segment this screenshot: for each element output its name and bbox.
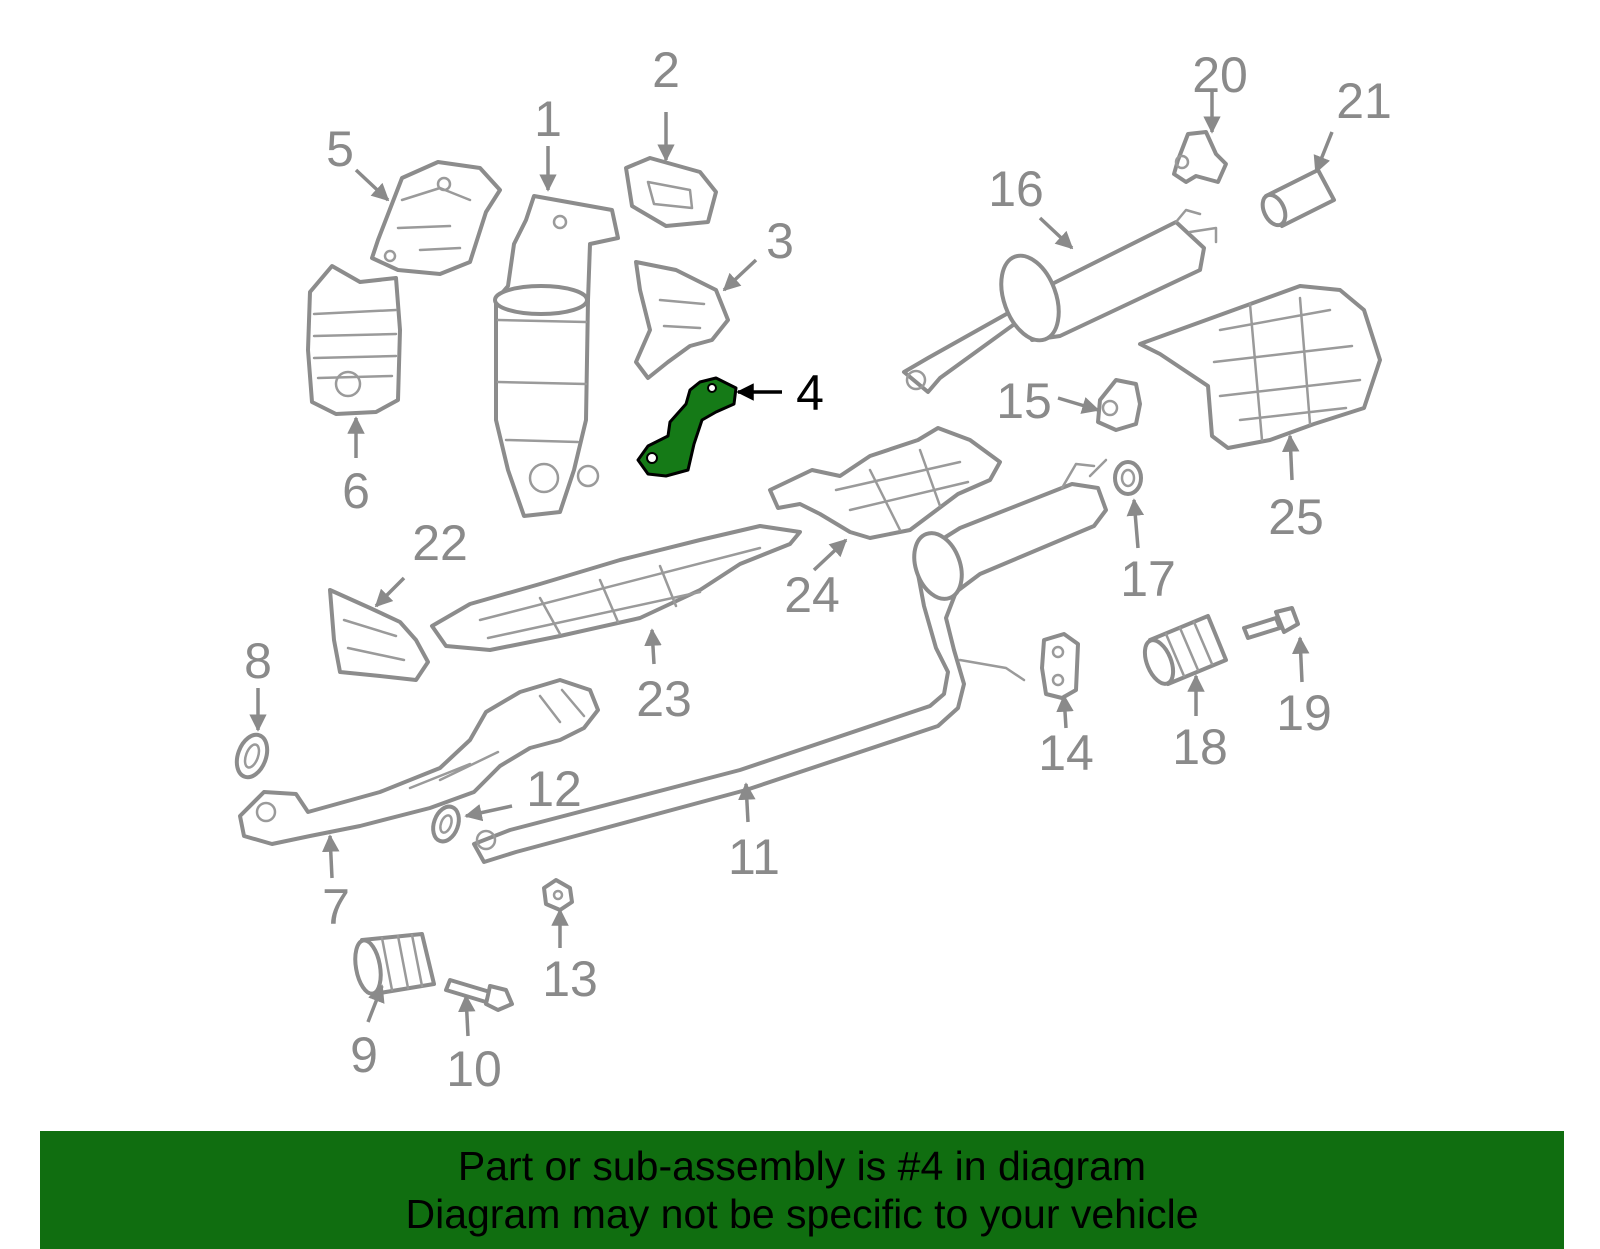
part-2-gasket[interactable] (624, 156, 718, 228)
part-22-bracket[interactable] (328, 588, 430, 682)
callout-23: 23 (636, 671, 692, 727)
callout-8: 8 (244, 633, 272, 689)
info-banner: Part or sub-assembly is #4 in diagram Di… (40, 1131, 1564, 1249)
callout-10: 10 (446, 1041, 502, 1097)
callout-9: 9 (350, 1027, 378, 1083)
part-20-hanger[interactable] (1172, 130, 1228, 184)
leader-lines (249, 90, 1334, 1037)
callout-2: 2 (652, 42, 680, 98)
part-12-gasket[interactable] (429, 803, 464, 845)
part-5-upper-heat-shield[interactable] (370, 160, 502, 276)
callout-16: 16 (988, 161, 1044, 217)
part-9-flexible-joint[interactable] (351, 932, 436, 996)
callout-labels: 1 2 3 4 5 6 7 8 9 10 11 12 13 14 15 16 1… (244, 42, 1392, 1097)
callout-1: 1 (534, 91, 562, 147)
callout-5: 5 (326, 121, 354, 177)
part-11-center-pipe[interactable] (472, 458, 1108, 864)
part-4-highlighted-bracket[interactable] (636, 376, 738, 478)
callout-7: 7 (322, 879, 350, 935)
callout-19: 19 (1276, 685, 1332, 741)
part-7-front-pipe[interactable] (238, 678, 600, 846)
banner-line-2: Diagram may not be specific to your vehi… (405, 1191, 1199, 1237)
banner-line-1: Part or sub-assembly is #4 in diagram (457, 1143, 1147, 1189)
part-8-gasket[interactable] (231, 731, 272, 782)
part-10-bolt[interactable] (444, 978, 514, 1012)
part-14-hanger[interactable] (1040, 632, 1080, 700)
part-16-muffler[interactable] (902, 208, 1218, 394)
callout-4: 4 (796, 365, 824, 421)
part-13-nut[interactable] (542, 878, 574, 912)
part-1-catalytic-converter[interactable] (493, 194, 620, 518)
part-17-gasket-ring[interactable] (1113, 460, 1143, 496)
callout-22: 22 (412, 515, 468, 571)
callout-17: 17 (1120, 551, 1176, 607)
callout-13: 13 (542, 951, 598, 1007)
callout-6: 6 (342, 463, 370, 519)
part-21-pipe-sleeve[interactable] (1258, 168, 1336, 229)
callout-20: 20 (1192, 47, 1248, 103)
callout-24: 24 (784, 567, 840, 623)
callout-21: 21 (1336, 73, 1392, 129)
part-19-bolt[interactable] (1242, 606, 1300, 640)
part-3-bracket[interactable] (634, 260, 730, 380)
callout-11: 11 (728, 829, 780, 885)
exhaust-system-diagram: 1 2 3 4 5 6 7 8 9 10 11 12 13 14 15 16 1… (231, 42, 1392, 1097)
callout-14: 14 (1038, 725, 1094, 781)
part-15-hanger-rubber[interactable] (1096, 378, 1142, 432)
callout-12: 12 (526, 761, 582, 817)
callout-25: 25 (1268, 489, 1324, 545)
callout-18: 18 (1172, 719, 1228, 775)
part-24-center-heat-shield[interactable] (768, 426, 1002, 540)
callout-3: 3 (766, 213, 794, 269)
part-23-front-heat-shield[interactable] (430, 524, 802, 652)
part-18-flexible-joint[interactable] (1139, 614, 1228, 688)
part-6-lower-heat-shield[interactable] (306, 264, 402, 416)
part-25-rear-heat-shield[interactable] (1138, 284, 1382, 450)
callout-15: 15 (996, 373, 1052, 429)
